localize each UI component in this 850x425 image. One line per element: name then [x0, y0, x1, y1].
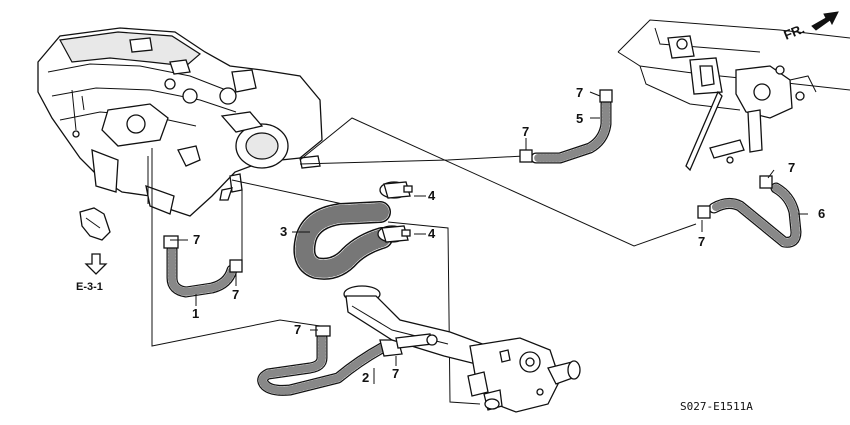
hose-clip	[315, 325, 331, 337]
hose-clip	[519, 149, 533, 163]
callout-clip-7: 7	[232, 287, 239, 302]
hose-clip	[229, 259, 243, 273]
direction-label: FR.	[782, 21, 807, 43]
hose-clip	[163, 235, 179, 249]
section-reference: E-3-1	[76, 253, 108, 293]
callout-clip-7: 7	[294, 322, 301, 337]
callout-clip-7: 7	[788, 160, 795, 175]
reference-label: E-3-1	[76, 281, 103, 293]
hose-clip	[599, 89, 613, 103]
hose-clamp-upper	[379, 181, 413, 199]
front-direction-indicator: FR.	[782, 11, 839, 43]
hollow-down-arrow-icon	[84, 253, 108, 275]
thermostat-housing	[467, 337, 581, 413]
callout-clip-7: 7	[392, 366, 399, 381]
mounting-bracket	[79, 207, 111, 241]
hose-1	[163, 235, 243, 298]
callout-leaders	[170, 91, 808, 384]
engine-head-assembly	[617, 19, 850, 172]
callout-hose-3: 3	[280, 224, 287, 239]
hose-clip	[759, 175, 773, 189]
hose-3	[293, 201, 393, 280]
drawing-code: S027-E1511A	[680, 400, 753, 413]
hose-clip	[697, 205, 711, 219]
intake-manifold-assembly	[37, 27, 323, 217]
hose-5	[519, 89, 613, 164]
callout-clip-7: 7	[193, 232, 200, 247]
callout-hose-5: 5	[576, 111, 583, 126]
callout-clip-7: 7	[522, 124, 529, 139]
callout-clip-7: 7	[576, 85, 583, 100]
hose-2	[257, 325, 403, 396]
callout-clamp-4: 4	[428, 188, 436, 203]
hose-clamp-lower	[377, 225, 411, 243]
front-arrow-icon	[811, 11, 839, 31]
callout-hose-6: 6	[818, 206, 825, 221]
callout-clamp-4: 4	[428, 226, 436, 241]
callout-hose-1: 1	[192, 306, 199, 321]
callout-numbers: 7 7 1 7 2 7 3 4 4 7 5 7 7 6 7	[192, 85, 825, 385]
callout-hose-2: 2	[362, 370, 369, 385]
hose-6	[697, 175, 802, 248]
callout-clip-7: 7	[698, 234, 705, 249]
